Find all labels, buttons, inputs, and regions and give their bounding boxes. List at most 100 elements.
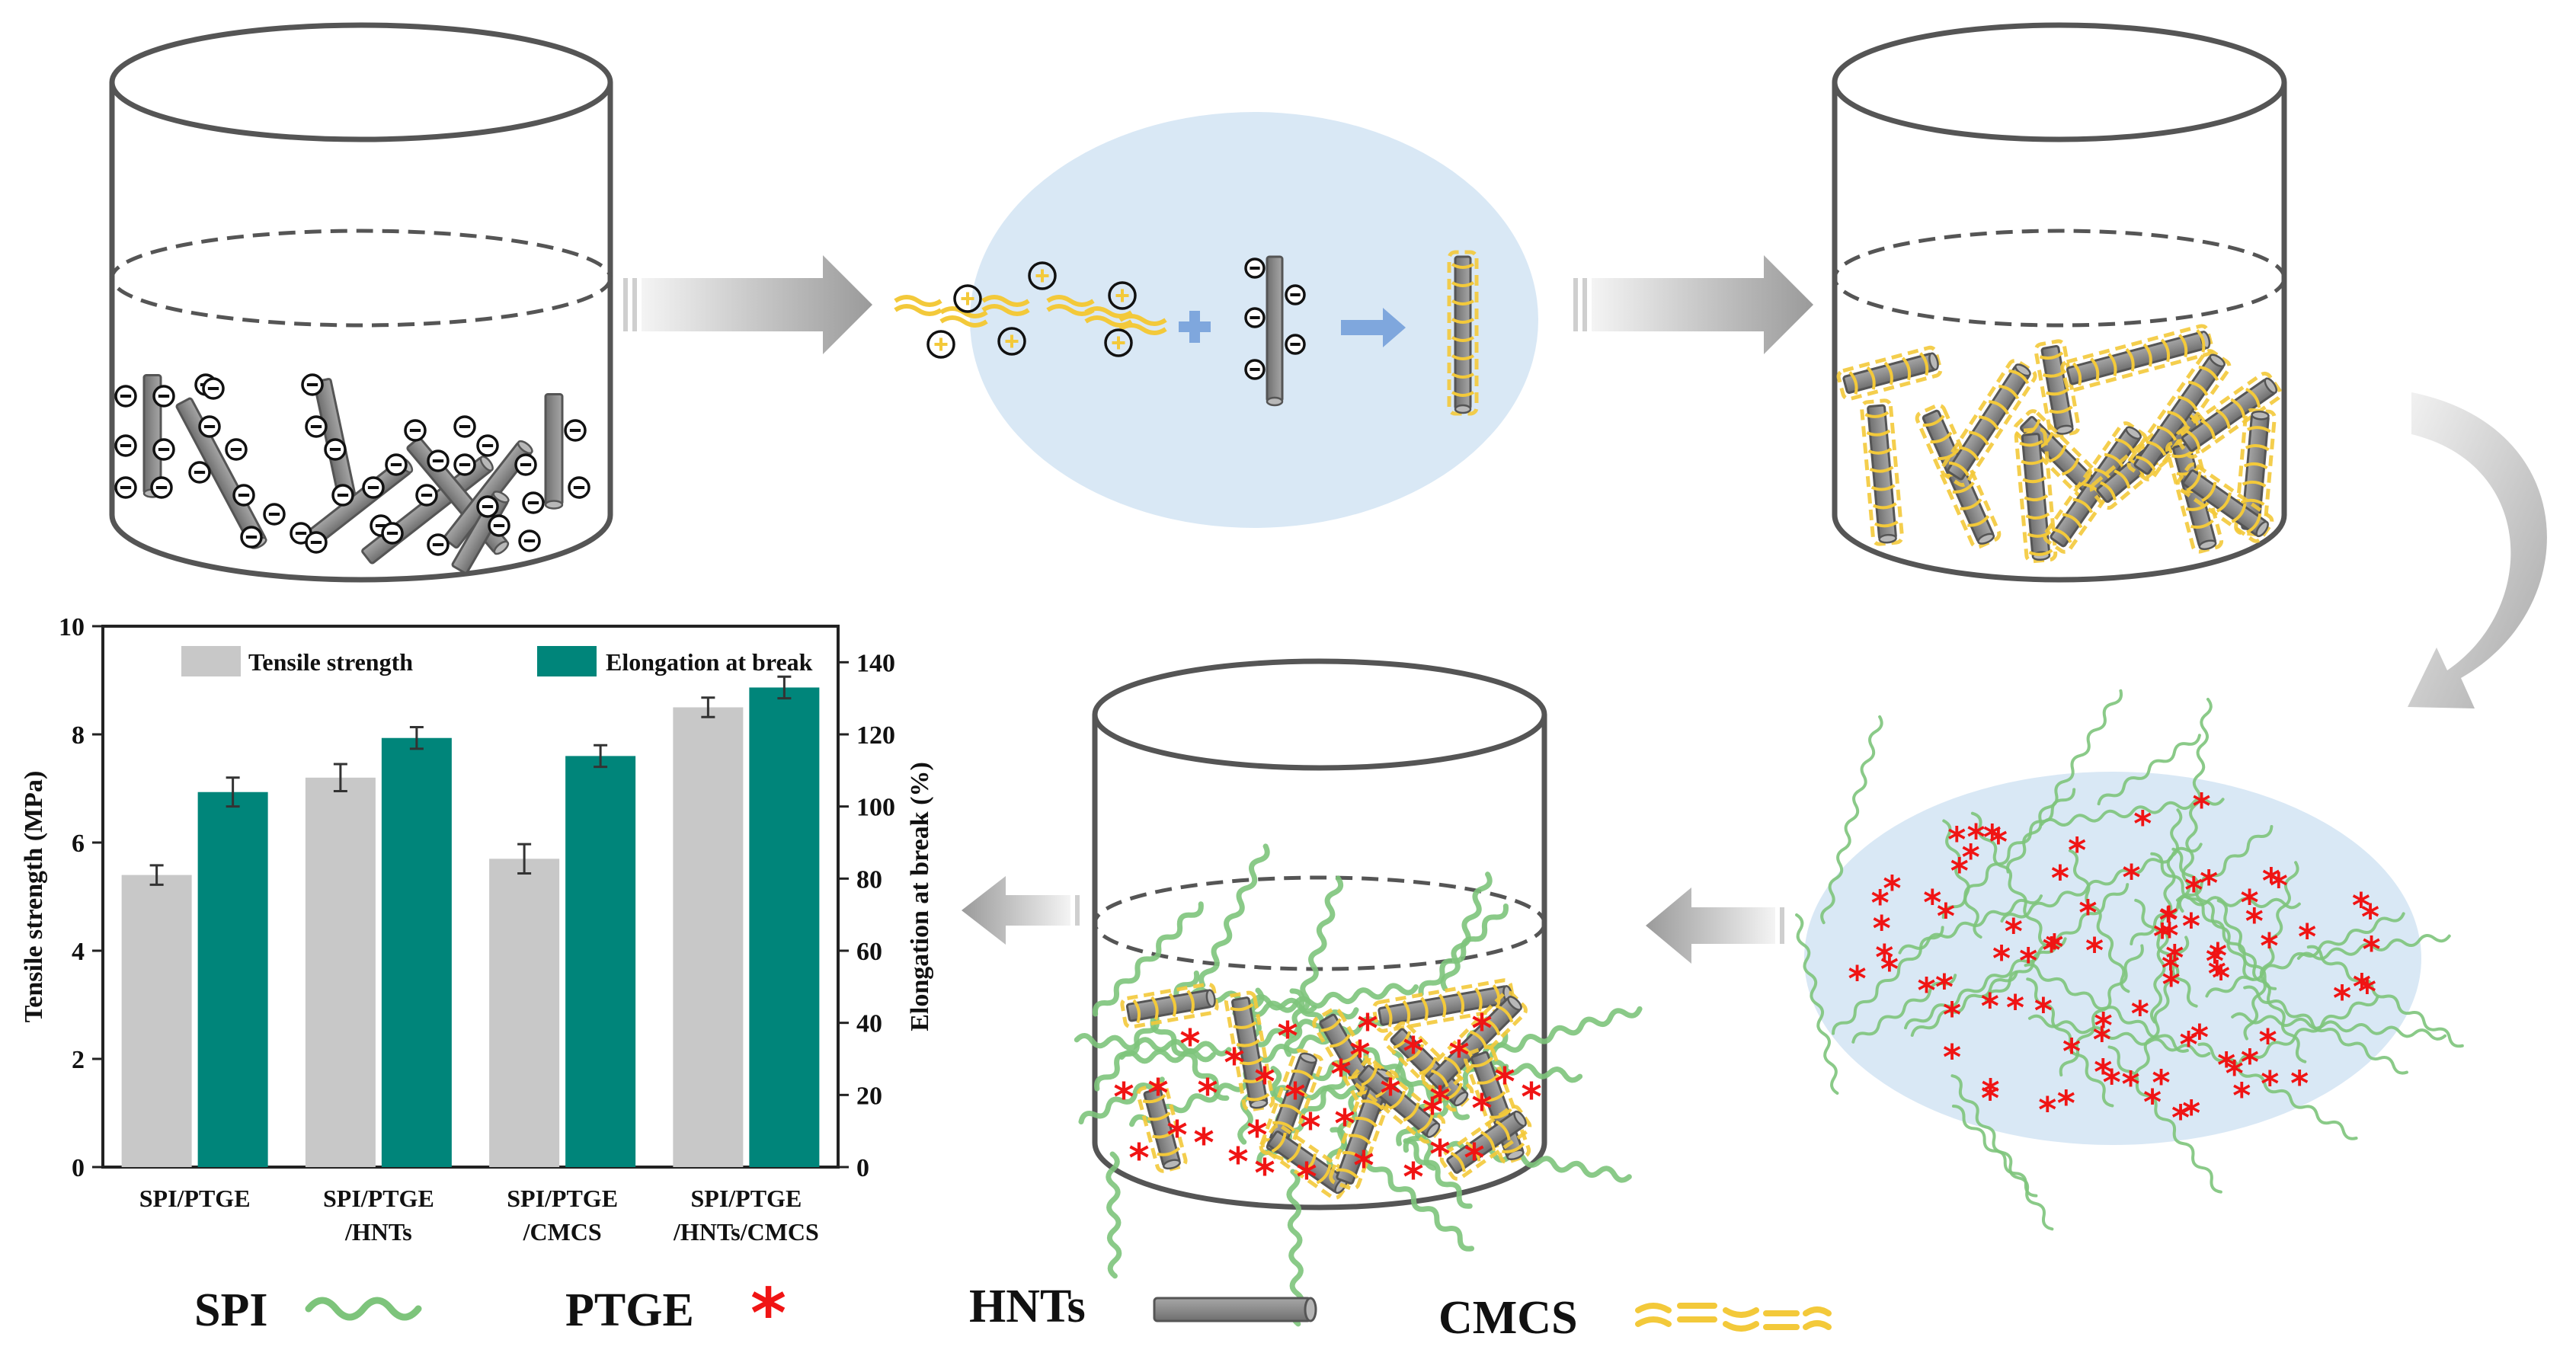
- spi-chain: [1851, 974, 1957, 1044]
- spi-chain: [1074, 1033, 1232, 1057]
- ptge-asterisk: *: [1962, 836, 1980, 878]
- cmcs-wrap: [2048, 444, 2067, 463]
- positive-charge: [953, 284, 982, 313]
- negative-charge: [568, 476, 590, 499]
- cmcs-wrap: [1451, 391, 1474, 397]
- cmcs-wrap: [1402, 999, 1411, 1025]
- cmcs-wrap: [1230, 1003, 1254, 1012]
- ptge-asterisk: *: [2068, 830, 2086, 871]
- ptge-asterisk: *: [1330, 1052, 1351, 1098]
- ptge-asterisk: *: [1917, 970, 1935, 1011]
- spi-chain: [1984, 883, 2130, 1003]
- beaker-coated-hnts: [1832, 22, 2287, 583]
- cmcs-wrap: [2024, 494, 2049, 502]
- spi-chain: [2231, 1012, 2447, 1041]
- ptge-asterisk: *: [2133, 804, 2152, 845]
- ptge-asterisk: *: [1422, 1090, 1442, 1136]
- coated-hnts-rods: [1120, 978, 1532, 1200]
- spi-chain: [1418, 903, 1509, 997]
- spi-chain: [2243, 985, 2408, 1075]
- rod-body: [544, 393, 564, 506]
- ptge-asterisk: *: [1983, 817, 2002, 859]
- spi-chain: [1795, 913, 1839, 1095]
- hnt-rod: [544, 393, 564, 510]
- cmcs-wrap: [2025, 512, 2050, 520]
- positive-charge: [1104, 328, 1133, 357]
- negative-charge: [488, 514, 510, 537]
- spi-chain: [2149, 808, 2183, 1024]
- spi-chain: [1093, 901, 1204, 1017]
- cmcs-wrap: [2072, 362, 2082, 386]
- cmcs-wrap: [2167, 410, 2187, 427]
- spi-chain: [2006, 689, 2123, 874]
- negative-charge: [324, 438, 347, 461]
- charge-circle: [926, 330, 955, 359]
- ptge-asterisk: *: [2358, 971, 2376, 1012]
- cmcs-wrap: [1495, 1120, 1511, 1141]
- ptge-asterisk: *: [2226, 1054, 2244, 1095]
- cmcs-wrap: [1480, 1131, 1496, 1151]
- ptge-asterisk: *: [2093, 1019, 2111, 1060]
- coated-hnt-rod: [1224, 990, 1275, 1112]
- ptge-asterisk: *: [2051, 858, 2069, 899]
- ptge-asterisk: *: [2261, 1063, 2279, 1105]
- cmcs-coating: [1329, 1064, 1399, 1191]
- cmcs-wrap: [2021, 458, 2046, 465]
- cmcs-segment: [1046, 295, 1095, 307]
- ptge-asterisk: *: [2045, 926, 2063, 967]
- ptge-asterisk: *: [1429, 1079, 1450, 1124]
- cmcs-wrap: [1286, 1143, 1302, 1164]
- cmcs-segment: [981, 295, 1030, 307]
- cmcs-wrap: [2135, 455, 2156, 472]
- ptge-asterisk: *: [2034, 990, 2053, 1031]
- negative-charge: [152, 438, 175, 461]
- category-label: SPI/PTGE: [139, 1185, 251, 1212]
- cmcs-wrap: [1450, 1151, 1466, 1172]
- spi-chain: [2097, 734, 2201, 806]
- bar-tensile-strength: [121, 875, 192, 1167]
- left-tick-label: 6: [72, 830, 85, 858]
- ptge-asterisk: *: [2245, 900, 2264, 942]
- bar-elongation-at-break: [749, 687, 820, 1167]
- negative-charge: [362, 476, 385, 499]
- cmcs-wrap: [1978, 415, 2000, 430]
- ptge-asterisk: *: [2241, 882, 2259, 923]
- ptge-asterisk: *: [1873, 908, 1891, 949]
- ptge-asterisk: *: [1981, 1071, 1999, 1112]
- ptge-asterisk: *: [1166, 1113, 1187, 1159]
- cmcs-wrap: [2027, 530, 2052, 538]
- cmcs-wrap: [1316, 1163, 1332, 1185]
- process-arrow-3: [1646, 887, 1784, 964]
- cmcs-wrap: [1271, 1132, 1287, 1153]
- spi-chain: [2306, 945, 2464, 1048]
- ptge-asterisk: *: [2190, 1017, 2209, 1058]
- ptge-asterisk: *: [1471, 1086, 1492, 1132]
- negative-charge: [198, 415, 221, 438]
- coated-hnt-rod: [1860, 398, 1904, 546]
- rod-end: [1162, 1159, 1181, 1170]
- spi-chains: [1795, 689, 2464, 1231]
- bar-elongation-at-break: [565, 756, 636, 1167]
- spi-chain: [2178, 697, 2213, 913]
- negative-charge: [114, 434, 137, 457]
- cmcs-wrap: [1968, 430, 1989, 446]
- cmcs-wrap: [1301, 1153, 1317, 1174]
- ptge-asterisk: *: [2103, 1062, 2121, 1103]
- positive-charge: [1108, 281, 1137, 310]
- negative-charge: [453, 453, 476, 476]
- coated-hnt-rod: [1447, 250, 1479, 416]
- negative-charge: [225, 438, 248, 461]
- cmcs-wrap: [1451, 373, 1474, 379]
- error-bar: [226, 776, 240, 808]
- cmcs-wrap: [1242, 1075, 1267, 1083]
- negative-charges: [114, 373, 590, 556]
- cmcs-wrap: [1438, 993, 1447, 1018]
- negative-charge: [188, 461, 211, 484]
- cmcs-wrap: [1406, 1044, 1425, 1063]
- bar-elongation-at-break: [197, 792, 268, 1167]
- legend-text-tensile: Tensile strength: [248, 648, 413, 676]
- ptge-asterisk: *: [1989, 821, 2008, 862]
- cmcs-wrap: [1870, 484, 1896, 491]
- ptge-asterisk: *: [2143, 1082, 2162, 1123]
- ptge-asterisk: *: [1981, 1078, 1999, 1119]
